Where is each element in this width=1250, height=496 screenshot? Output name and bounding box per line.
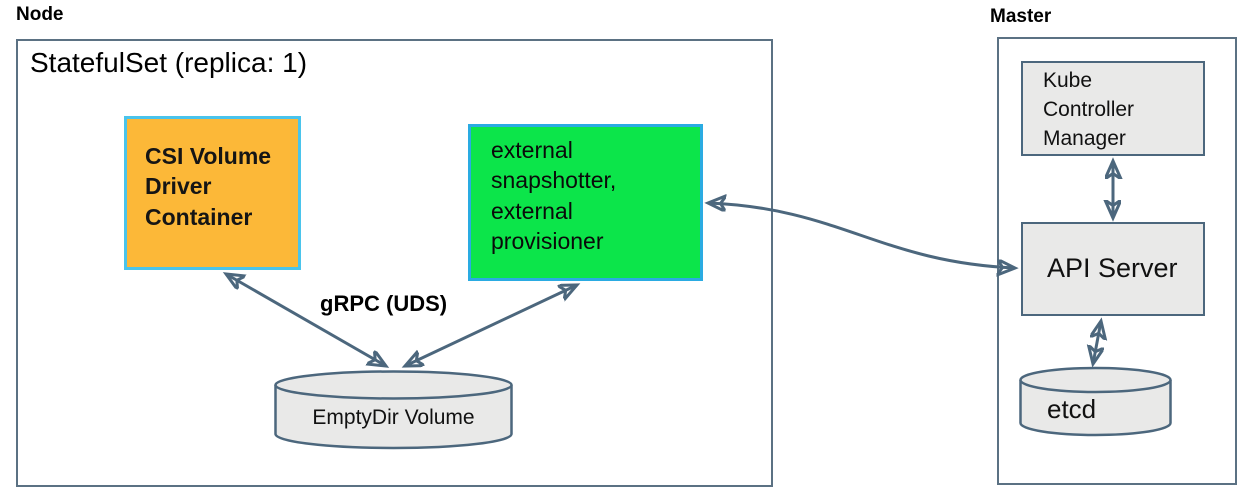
cylinder-shape [1019,366,1172,437]
emptydir-volume-label: EmptyDir Volume [312,406,475,429]
grpc-uds-edge-label: gRPC (UDS) [320,291,448,316]
external-snapshotter-provisioner: external snapshotter, external provision… [468,124,703,281]
api-server: API Server [1021,222,1205,316]
csi-volume-driver-container: CSI Volume Driver Container [124,116,301,270]
node-group-label: Node [16,4,64,25]
statefulset-label: StatefulSet (replica: 1) [30,47,308,78]
etcd: etcd [1019,366,1172,437]
etcd-label: etcd [1047,394,1097,424]
cylinder-shape [274,370,513,450]
api-server-label: API Server [1047,253,1178,284]
emptydir-volume: EmptyDir Volume [274,370,513,450]
master-group-label: Master [990,6,1052,27]
kube-controller-manager: Kube Controller Manager [1021,61,1205,156]
